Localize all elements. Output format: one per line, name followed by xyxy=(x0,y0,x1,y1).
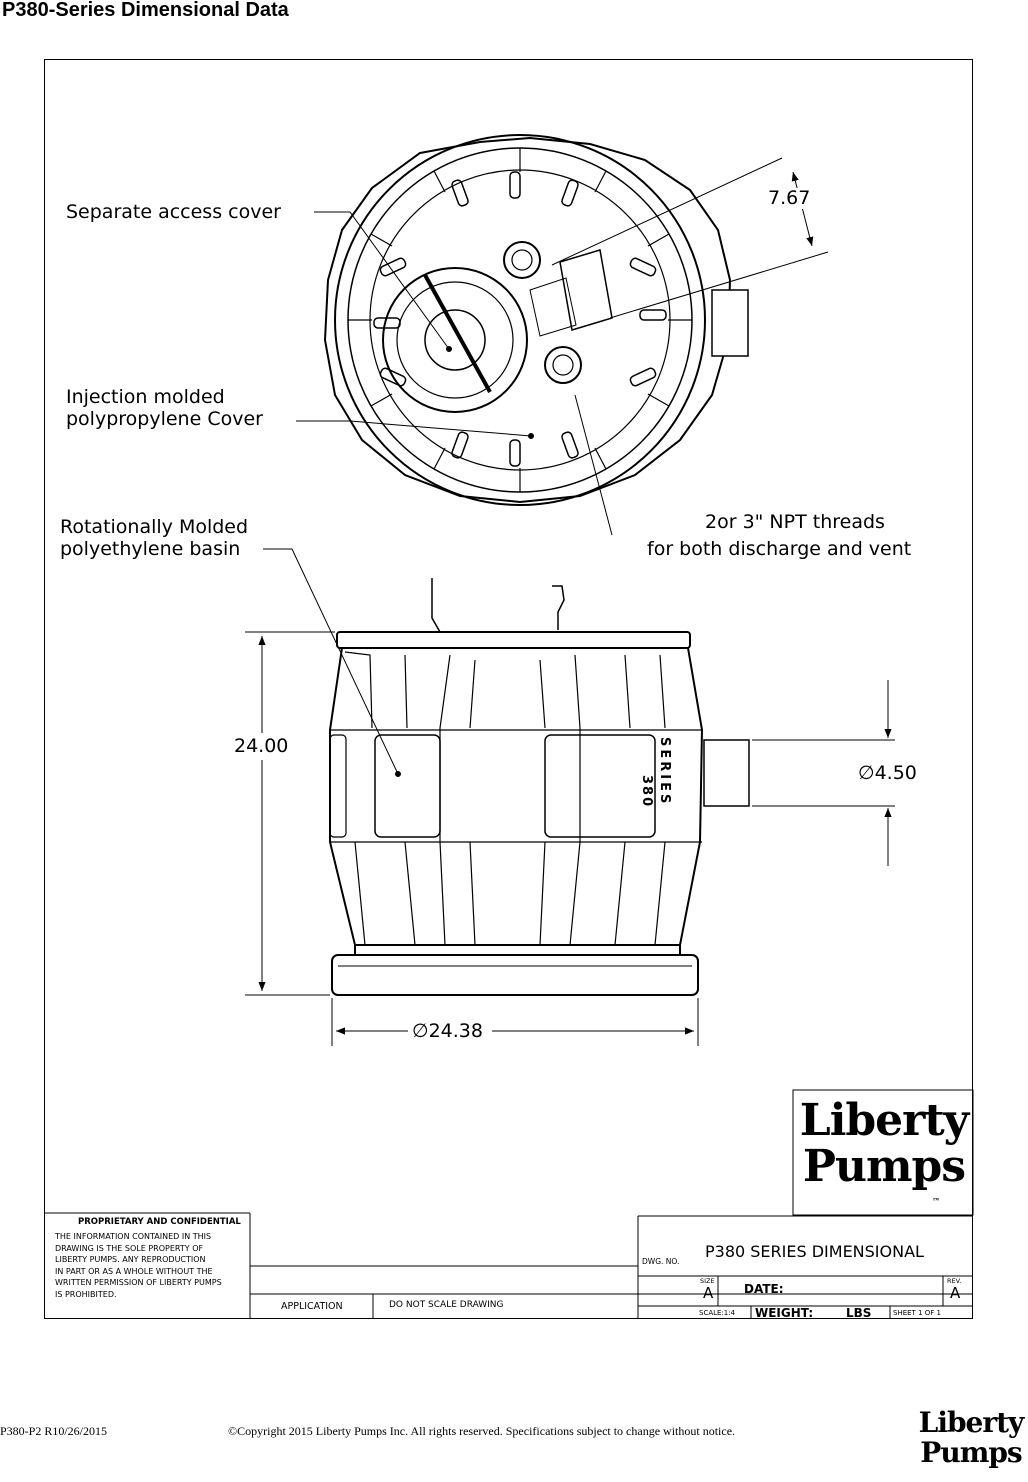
weight-unit: LBS xyxy=(846,1306,872,1320)
top-view-cover-edge xyxy=(334,134,706,506)
diameter-symbol: ∅ xyxy=(858,762,875,784)
proprietary-line: WRITTEN PERMISSION OF LIBERTY PUMPS xyxy=(55,1278,222,1287)
side-view-left-panel xyxy=(374,734,441,838)
proprietary-heading: PROPRIETARY AND CONFIDENTIAL xyxy=(78,1217,241,1227)
side-view-hub xyxy=(703,739,750,807)
proprietary-line: LIBERTY PUMPS. ANY REPRODUCTION xyxy=(55,1255,206,1264)
top-view-access-cover-inner xyxy=(396,281,514,399)
footer-doc-code: P380-P2 R10/26/2015 xyxy=(0,1424,108,1438)
proprietary-line: THE INFORMATION CONTAINED IN THIS xyxy=(55,1232,212,1241)
side-view-right-panel xyxy=(544,734,656,838)
diameter-symbol: ∅ xyxy=(412,1020,429,1042)
top-view-rim-slots xyxy=(373,171,667,467)
title-block-grid xyxy=(44,1089,974,1319)
basin-marking-word: SERIES xyxy=(657,737,672,807)
top-view-vent-port-inner xyxy=(511,249,533,271)
proprietary-line: IN PART OR AS A WHOLE WITHOUT THE xyxy=(55,1266,213,1276)
top-view-junction-plate xyxy=(529,277,577,337)
dwg-no-label: DWG. NO. xyxy=(642,1257,680,1266)
rev-label: REV. xyxy=(947,1277,962,1285)
callout-cover-line1: Injection molded xyxy=(66,386,225,408)
side-view xyxy=(329,578,750,996)
callout-basin-line2: polyethylene basin xyxy=(60,538,241,560)
dimension-offset: 7.67 xyxy=(766,187,813,209)
callout-cover-line2: polypropylene Cover xyxy=(66,408,263,430)
application-label: APPLICATION xyxy=(281,1301,343,1312)
liberty-pumps-logo: Liberty Pumps ™ xyxy=(798,1095,970,1207)
sheet-label: SHEET 1 OF 1 xyxy=(893,1309,941,1317)
top-view-side-hub xyxy=(711,289,749,357)
page-title: P380-Series Dimensional Data xyxy=(2,0,289,21)
dimension-height: 24.00 xyxy=(232,735,291,757)
side-view-ribs xyxy=(344,651,666,946)
proprietary-notice: THE INFORMATION CONTAINED IN THIS DRAWIN… xyxy=(55,1231,222,1300)
side-view-edge-panel xyxy=(329,734,347,838)
size-label: SIZE xyxy=(700,1277,715,1285)
dimension-base-diameter: ∅24.38 xyxy=(410,1021,485,1042)
logo-line2: Pumps xyxy=(802,1141,966,1192)
top-view xyxy=(323,134,749,506)
side-view-base xyxy=(331,954,699,996)
logo-trademark: ™ xyxy=(932,1196,940,1206)
footer-logo-line2: Pumps xyxy=(920,1436,1022,1469)
proprietary-line: DRAWING IS THE SOLE PROPERTY OF xyxy=(55,1243,204,1253)
size-value: A xyxy=(703,1284,714,1302)
top-view-discharge-port xyxy=(544,346,582,384)
callout-access-cover: Separate access cover xyxy=(66,201,281,223)
footer-logo-line1: Liberty xyxy=(918,1406,1025,1439)
callout-basin-line1: Rotationally Molded xyxy=(60,516,249,538)
top-view-cover-ring xyxy=(369,169,671,471)
footer-copyright: ©Copyright 2015 Liberty Pumps Inc. All r… xyxy=(228,1424,736,1438)
date-label: DATE: xyxy=(744,1282,784,1296)
side-view-dimensions xyxy=(245,548,895,1046)
callout-threads-line2: for both discharge and vent xyxy=(647,538,912,560)
dimension-hub-diameter: ∅4.50 xyxy=(856,763,919,784)
top-view-discharge-port-inner xyxy=(552,354,574,376)
drawing-title: P380 SERIES DIMENSIONAL xyxy=(705,1242,924,1261)
top-view-access-opening xyxy=(424,309,486,371)
footer-logo: Liberty Pumps xyxy=(915,1408,1027,1468)
top-view-leaders xyxy=(296,157,829,536)
scale-label: SCALE:1:4 xyxy=(699,1309,736,1317)
dimension-base-value: 24.38 xyxy=(428,1020,483,1042)
do-not-scale-label: DO NOT SCALE DRAWING xyxy=(389,1300,504,1310)
side-view-vent-fitting xyxy=(552,585,565,630)
proprietary-line: IS PROHIBITED. xyxy=(55,1289,117,1299)
top-view-cover-handle xyxy=(423,274,492,393)
top-view-access-cover xyxy=(382,267,528,413)
top-view-junction-box xyxy=(559,249,613,331)
basin-marking-model: 380 xyxy=(639,775,654,809)
drawing-frame xyxy=(44,59,973,1319)
dimension-hub-value: 4.50 xyxy=(874,762,917,784)
top-view-outer-rim xyxy=(323,136,732,504)
side-view-lid xyxy=(336,631,691,649)
side-view-cable xyxy=(431,578,441,633)
callout-threads-line1: 2or 3" NPT threads xyxy=(705,511,885,533)
rev-value: A xyxy=(950,1284,961,1302)
top-view-radial-ribs xyxy=(348,148,692,492)
logo-line1: Liberty xyxy=(799,1095,969,1146)
weight-label: WEIGHT: xyxy=(755,1306,814,1320)
top-view-vent-port xyxy=(503,241,541,279)
basin-marking: 380 SERIES xyxy=(639,735,696,835)
